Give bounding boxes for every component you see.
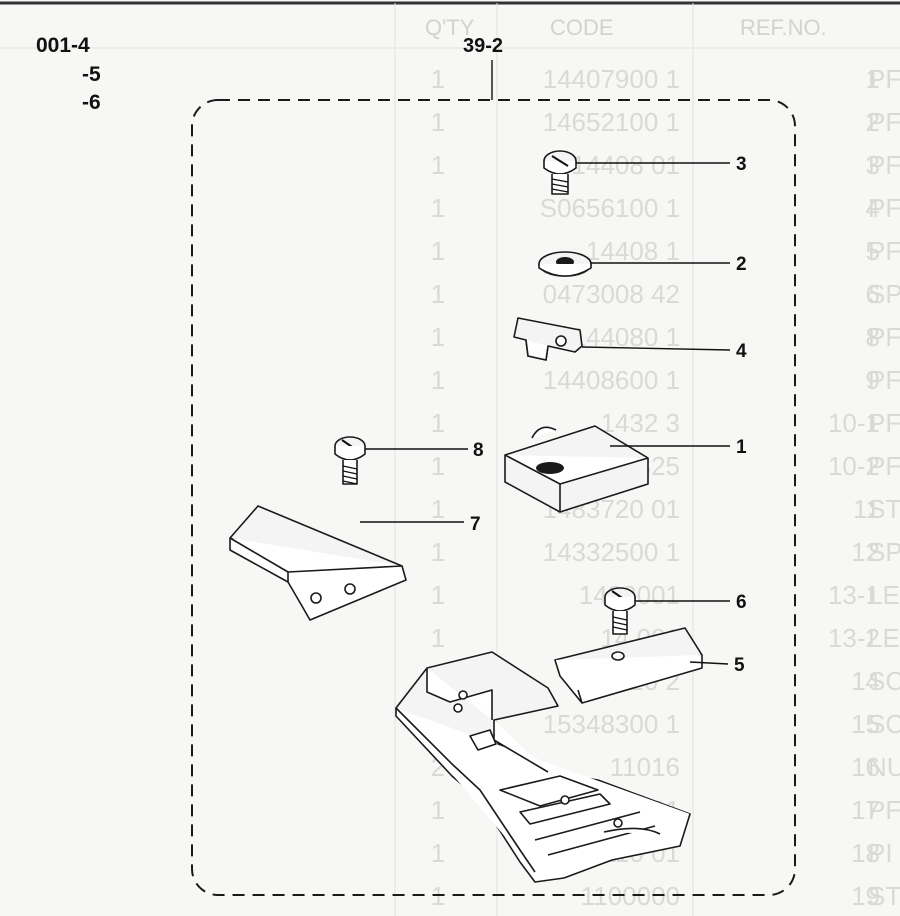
- ghost-ref-cell: 3: [866, 150, 880, 180]
- ghost-ref-cell: 14: [851, 666, 880, 696]
- ghost-ref-cell: 5: [866, 236, 880, 266]
- ghost-header-qty: Q'TY: [425, 15, 475, 40]
- callout-4: 4: [736, 341, 747, 362]
- leader-5: [689, 661, 729, 665]
- callout-8: 8: [473, 440, 484, 461]
- ghost-prefix-cell: PF: [868, 236, 900, 266]
- ghost-qty-cell: 1: [431, 451, 445, 481]
- ghost-qty-cell: 1: [431, 838, 445, 868]
- ghost-code-cell: 15348300 1: [543, 709, 680, 739]
- ghost-code-cell: 14407900 1: [543, 64, 680, 94]
- ghost-ref-cell: 16: [851, 752, 880, 782]
- figure-id-1: 001-4: [36, 34, 90, 57]
- ghost-qty-cell: 1: [431, 580, 445, 610]
- ghost-prefix-cell: SC: [868, 709, 900, 739]
- ghost-ref-cell: 9: [866, 365, 880, 395]
- ghost-code-cell: S0656100 1: [540, 193, 680, 223]
- part-4-bracket: [513, 317, 583, 361]
- ghost-prefix-cell: PF: [868, 795, 900, 825]
- part-7-plate: [229, 505, 407, 621]
- presser-foot-base: [395, 651, 691, 883]
- ghost-qty-cell: 1: [431, 365, 445, 395]
- ghost-prefix-cell: SP: [868, 279, 900, 309]
- ghost-prefix-cell: ST: [868, 494, 900, 524]
- ghost-code-cell: 0473008 42: [543, 279, 680, 309]
- ghost-code-cell: 14332500 1: [543, 537, 680, 567]
- ghost-ref-cell: 1: [866, 64, 880, 94]
- ghost-prefix-cell: PF: [868, 193, 900, 223]
- ghost-prefix-cell: NU: [868, 752, 900, 782]
- ghost-qty-cell: 1: [431, 795, 445, 825]
- callout-3: 3: [736, 154, 747, 175]
- ghost-qty-cell: 1: [431, 408, 445, 438]
- ghost-prefix-cell: PF: [868, 365, 900, 395]
- ghost-prefix-cell: PI: [868, 838, 893, 868]
- ghost-ref-cell: 10-2: [828, 451, 880, 481]
- ghost-header-code: CODE: [550, 15, 614, 40]
- ghost-ref-cell: 8: [866, 322, 880, 352]
- ghost-prefix-cell: PF: [868, 322, 900, 352]
- callout-5: 5: [734, 655, 745, 676]
- part-8-screw: [334, 436, 366, 485]
- ghost-prefix-cell: PF: [868, 64, 900, 94]
- part-2-washer: [538, 251, 592, 277]
- ghost-code-cell: 11016: [610, 752, 680, 782]
- ghost-qty-cell: 1: [431, 279, 445, 309]
- ghost-qty-cell: 1: [431, 494, 445, 524]
- ghost-code-cell: 14408600 1: [543, 365, 680, 395]
- ghost-prefix-cell: LE: [868, 580, 900, 610]
- ghost-ref-cell: 4: [866, 193, 880, 223]
- ghost-qty-cell: 1: [431, 537, 445, 567]
- figure-id-3: -6: [82, 91, 101, 114]
- leader-4: [581, 346, 731, 351]
- ghost-prefix-cell: LE: [868, 623, 900, 653]
- ghost-header-ref: REF.NO.: [740, 15, 827, 40]
- ghost-ref-cell: 18: [851, 838, 880, 868]
- ghost-prefix-cell: PF: [868, 408, 900, 438]
- assembly-boundary: [191, 99, 796, 896]
- ghost-code-cell: 1432 3: [600, 408, 680, 438]
- ghost-prefix-cell: SP: [868, 537, 900, 567]
- ghost-code-cell: 14408 01: [572, 150, 680, 180]
- ghost-qty-cell: 1: [431, 623, 445, 653]
- callout-6: 6: [736, 592, 747, 613]
- ghost-ref-cell: 15: [851, 709, 880, 739]
- ghost-qty-cell: 1: [431, 193, 445, 223]
- figure-id-2: -5: [82, 63, 101, 86]
- ghost-prefix-cell: PF: [868, 107, 900, 137]
- ghost-ref-cell: 13-2: [828, 623, 880, 653]
- callout-7: 7: [470, 514, 481, 535]
- ghost-ref-cell: 12: [851, 537, 880, 567]
- ghost-ref-cell: 10-1: [828, 408, 880, 438]
- ghost-qty-cell: 1: [431, 322, 445, 352]
- ghost-code-cell: 14652100 1: [543, 107, 680, 137]
- callout-2: 2: [736, 254, 747, 275]
- part-6-screw: [604, 587, 636, 635]
- ghost-qty-cell: 1: [431, 150, 445, 180]
- ghost-ref-cell: 13-1: [828, 580, 880, 610]
- ghost-prefix-cell: PF: [868, 150, 900, 180]
- ghost-ref-cell: 11: [853, 494, 880, 524]
- ghost-qty-cell: 1: [431, 107, 445, 137]
- ghost-ref-cell: 6: [866, 279, 880, 309]
- group-label: 39-2: [463, 35, 503, 57]
- ghost-ref-cell: 19: [851, 881, 880, 911]
- part-5-plate: [554, 627, 703, 704]
- part-3-screw: [543, 150, 577, 195]
- ghost-qty-cell: 1: [431, 236, 445, 266]
- ghost-prefix-cell: SC: [868, 666, 900, 696]
- ghost-qty-cell: 1: [431, 64, 445, 94]
- ghost-code-cell: 14408 1: [586, 236, 680, 266]
- ghost-ref-cell: 2: [866, 107, 880, 137]
- part-1-block: [504, 425, 649, 513]
- ghost-ref-cell: 17: [851, 795, 880, 825]
- callout-1: 1: [736, 437, 747, 458]
- ghost-prefix-cell: PF: [868, 451, 900, 481]
- ghost-prefix-cell: ST: [868, 881, 900, 911]
